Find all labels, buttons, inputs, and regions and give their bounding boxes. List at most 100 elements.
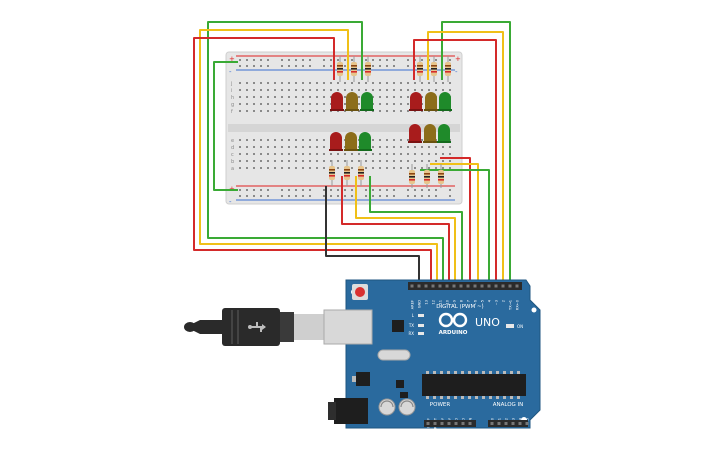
breadboard-hole: [351, 167, 353, 169]
breadboard-hole: [421, 146, 423, 148]
led-red: [408, 124, 422, 143]
breadboard-hole: [288, 167, 290, 169]
chip-pin: [426, 396, 429, 399]
breadboard-hole: [246, 59, 248, 61]
wire-red-bottom-left: [341, 176, 450, 282]
breadboard-hole: [281, 65, 283, 67]
breadboard-hole: [302, 146, 304, 148]
breadboard-hole: [267, 59, 269, 61]
breadboard-hole: [288, 103, 290, 105]
breadboard-hole: [288, 110, 290, 112]
header-pin: [525, 422, 529, 425]
breadboard-hole: [372, 59, 374, 61]
chip-pin: [447, 371, 450, 374]
breadboard-hole: [267, 103, 269, 105]
breadboard-hole: [344, 160, 346, 162]
breadboard-hole: [414, 160, 416, 162]
breadboard-hole: [351, 59, 353, 61]
breadboard-hole: [267, 146, 269, 148]
breadboard-hole: [386, 96, 388, 98]
breadboard-hole: [379, 146, 381, 148]
breadboard-hole: [365, 153, 367, 155]
chip-pin: [461, 396, 464, 399]
breadboard-hole: [442, 167, 444, 169]
wire-green-bottom-right: [420, 169, 490, 282]
breadboard-hole: [281, 160, 283, 162]
breadboard-hole: [309, 96, 311, 98]
chip-pin: [503, 371, 506, 374]
breadboard-hole: [386, 89, 388, 91]
breadboard-hole: [449, 89, 451, 91]
breadboard-hole: [400, 103, 402, 105]
breadboard-hole: [274, 153, 276, 155]
breadboard-hole: [435, 146, 437, 148]
digital-header: [408, 282, 522, 290]
breadboard-hole: [260, 110, 262, 112]
breadboard-hole: [365, 82, 367, 84]
breadboard-hole: [337, 189, 339, 191]
breadboard-hole: [372, 82, 374, 84]
rail-plus-mark-right: +: [455, 55, 461, 63]
header-pin: [511, 422, 515, 425]
wire-green-right: [441, 21, 511, 282]
breadboard-hole: [365, 160, 367, 162]
row-letter: e: [231, 138, 234, 144]
header-pin: [490, 422, 494, 425]
breadboard-hole: [372, 195, 374, 197]
breadboard-hole: [274, 160, 276, 162]
chip-pin: [496, 371, 499, 374]
breadboard-hole: [435, 153, 437, 155]
breadboard-hole: [253, 167, 255, 169]
breadboard-hole: [323, 65, 325, 67]
breadboard-hole: [414, 153, 416, 155]
breadboard-hole: [274, 103, 276, 105]
led-yellow: [345, 92, 359, 111]
breadboard-hole: [288, 59, 290, 61]
reset-button-cap[interactable]: [355, 287, 365, 297]
breadboard-hole: [386, 160, 388, 162]
breadboard-hole: [435, 89, 437, 91]
breadboard-hole: [260, 153, 262, 155]
chip-pin: [475, 371, 478, 374]
header-pin: [424, 284, 428, 288]
header-pin: [417, 284, 421, 288]
breadboard-hole: [365, 189, 367, 191]
breadboard-hole: [253, 146, 255, 148]
breadboard-hole: [386, 153, 388, 155]
breadboard-hole: [309, 146, 311, 148]
breadboard-hole: [267, 82, 269, 84]
breadboard-hole: [239, 139, 241, 141]
breadboard-hole: [309, 139, 311, 141]
breadboard-hole: [246, 160, 248, 162]
breadboard-hole: [281, 103, 283, 105]
barrel-jack: [334, 398, 368, 424]
breadboard-hole: [267, 189, 269, 191]
breadboard-hole: [344, 65, 346, 67]
breadboard-hole: [372, 146, 374, 148]
breadboard-hole: [449, 160, 451, 162]
usb-b-port: [323, 309, 373, 345]
resistor: [431, 56, 437, 82]
breadboard-hole: [274, 146, 276, 148]
breadboard-hole: [246, 110, 248, 112]
row-letter: h: [231, 95, 234, 101]
breadboard-hole: [344, 153, 346, 155]
breadboard-hole: [239, 146, 241, 148]
breadboard-hole: [421, 153, 423, 155]
breadboard-hole: [302, 139, 304, 141]
wire-yellow-bottom-right: [430, 163, 479, 282]
breadboard-hole: [372, 89, 374, 91]
breadboard-hole: [379, 89, 381, 91]
breadboard-hole: [302, 82, 304, 84]
breadboard-hole: [435, 82, 437, 84]
breadboard-hole: [449, 59, 451, 61]
chip-pin: [496, 396, 499, 399]
header-pin: [431, 284, 435, 288]
led-label-rx: RX: [408, 331, 414, 336]
breadboard-hole: [421, 167, 423, 169]
led-green: [358, 132, 372, 151]
digital-pin-label: TX→1: [509, 300, 513, 311]
chip-pin: [440, 371, 443, 374]
breadboard-hole: [316, 103, 318, 105]
